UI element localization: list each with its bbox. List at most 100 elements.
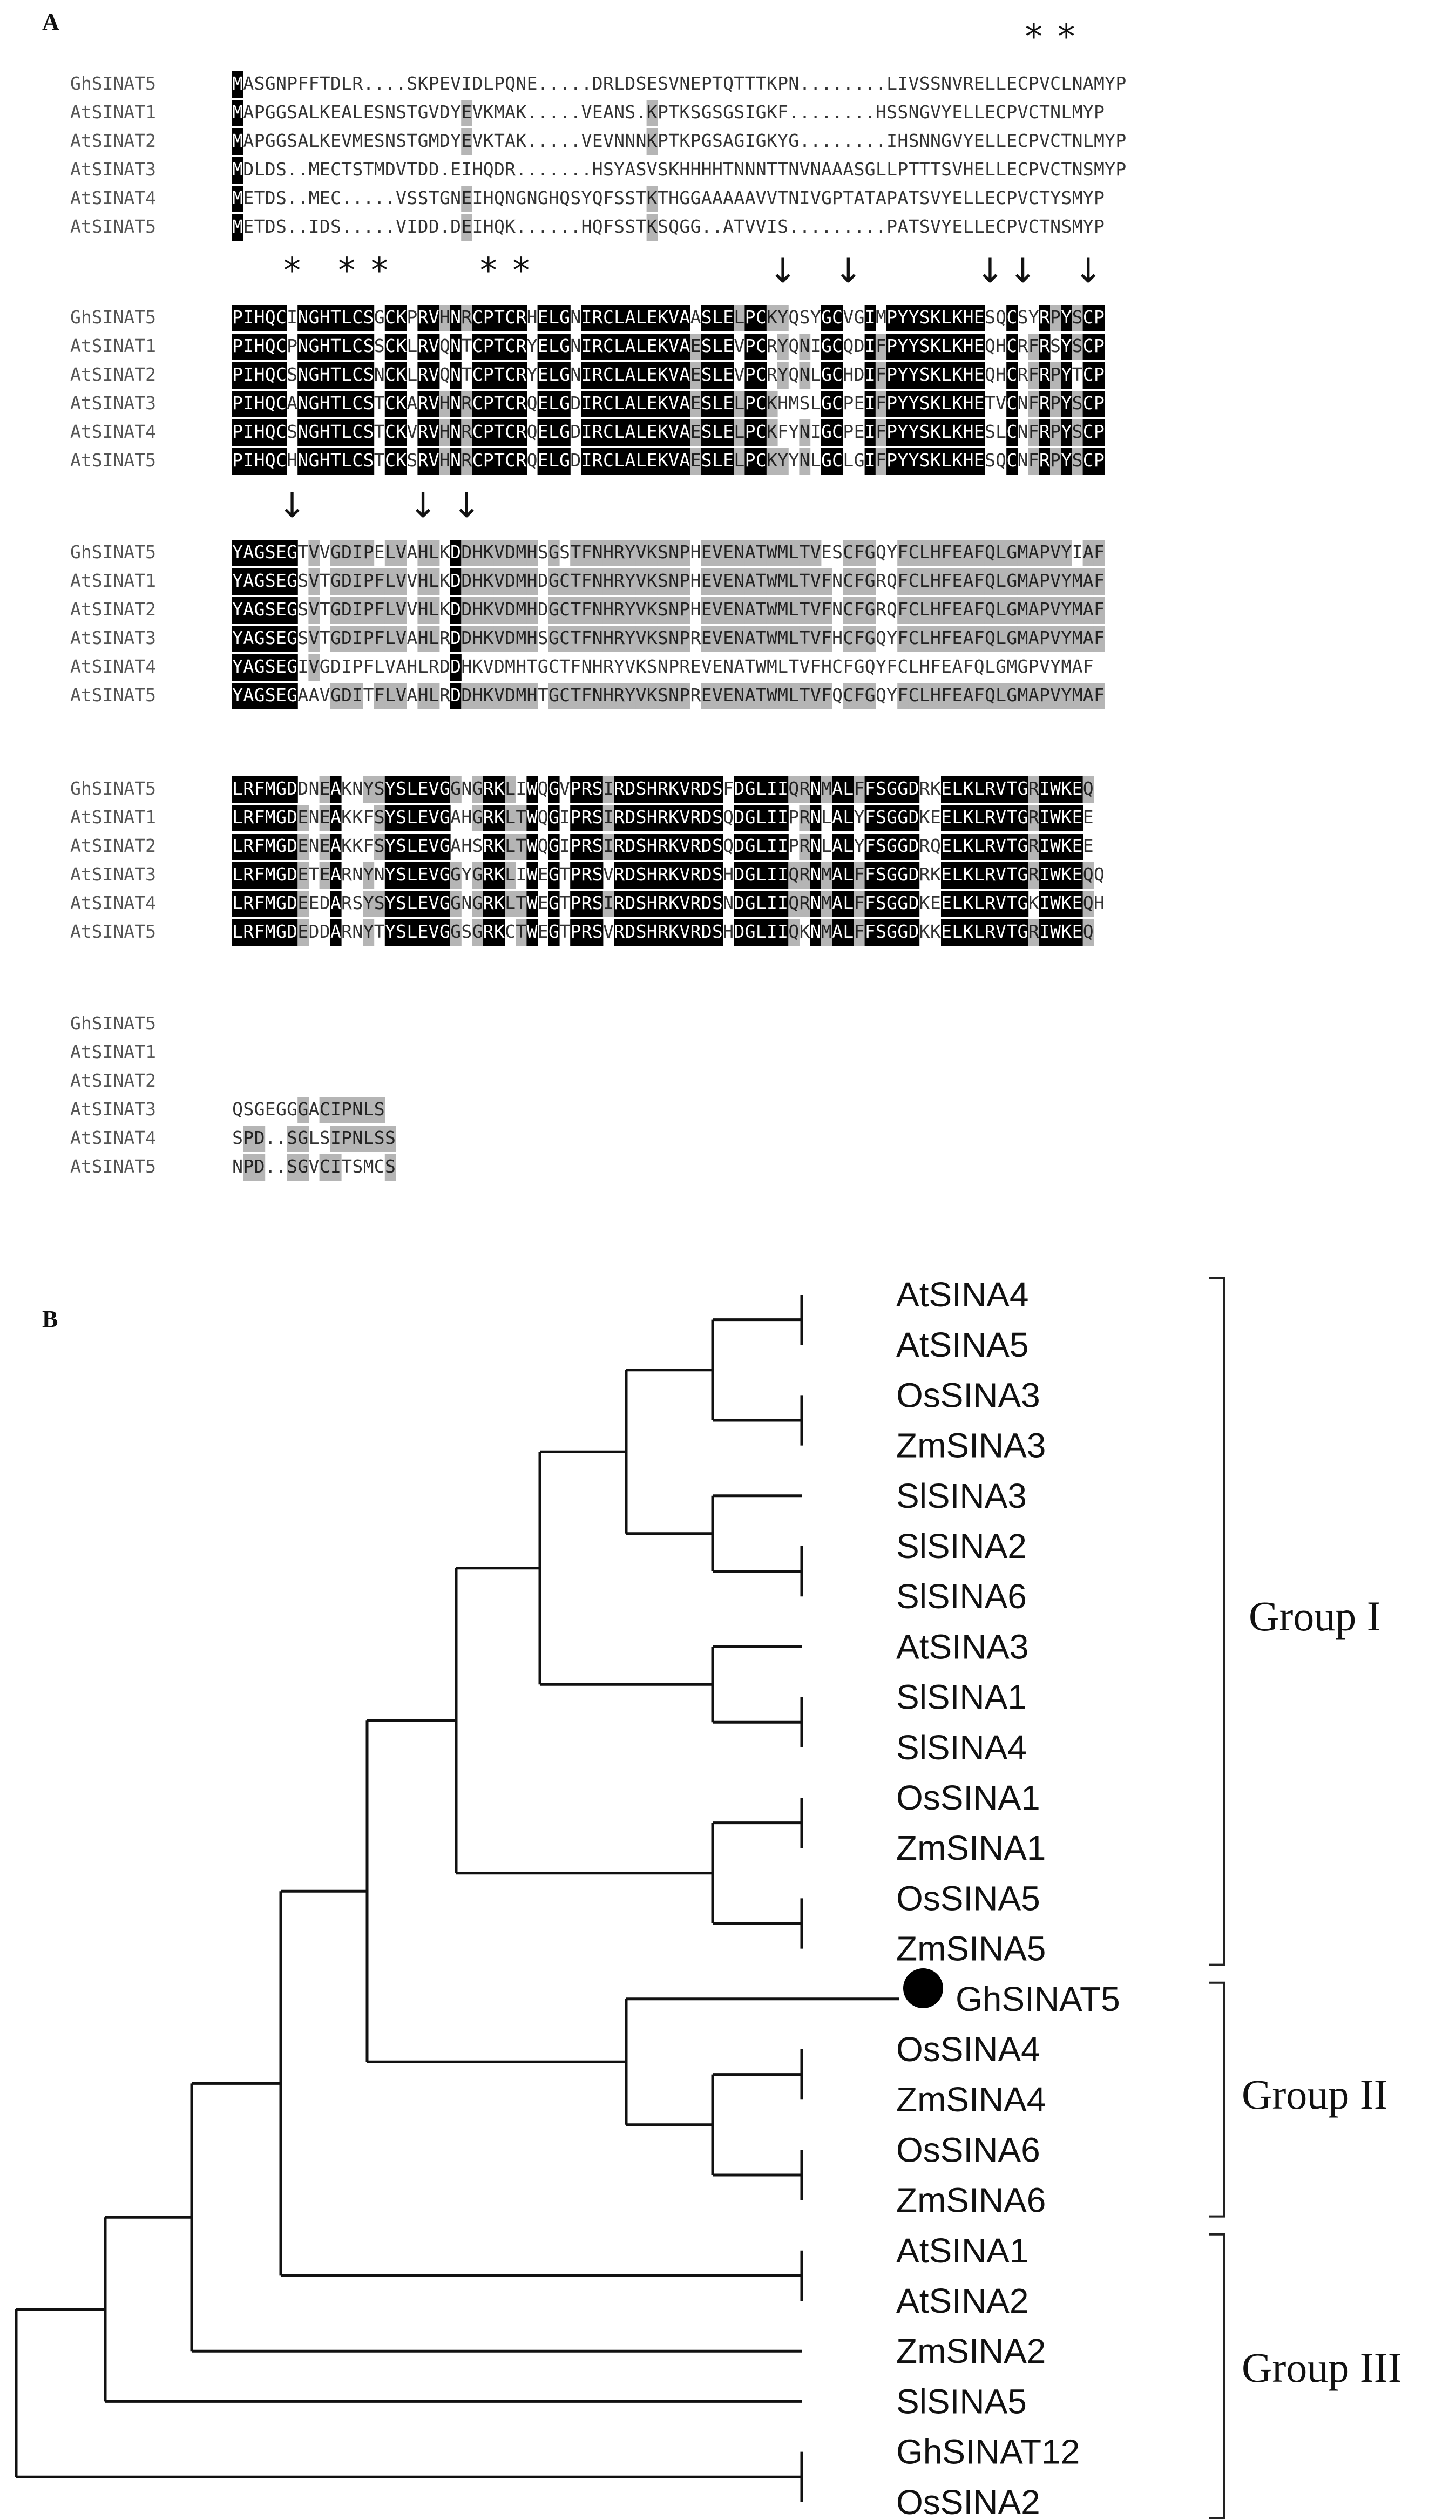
residue: S <box>265 627 276 648</box>
residue-shade <box>602 391 614 417</box>
residue: F <box>254 921 265 942</box>
residue: V <box>472 130 483 151</box>
residue: . <box>570 216 581 237</box>
residue: T <box>559 864 570 885</box>
residue: P <box>1094 101 1105 123</box>
residue: G <box>472 807 483 828</box>
residue: . <box>341 187 352 208</box>
residue: E <box>243 216 254 237</box>
residue: P <box>690 130 701 151</box>
residue: T <box>516 807 526 828</box>
residue: S <box>1050 335 1061 356</box>
residue: K <box>919 807 930 828</box>
residue: H <box>320 450 330 471</box>
residue: N <box>232 1156 243 1177</box>
residue: E <box>538 392 548 414</box>
residue: S <box>701 421 712 442</box>
residue: M <box>265 778 276 799</box>
residue: H <box>320 307 330 328</box>
residue: K <box>930 450 941 471</box>
residue: S <box>265 685 276 706</box>
residue: E <box>1006 130 1017 151</box>
residue: V <box>734 364 744 385</box>
residue: V <box>429 307 439 328</box>
residue-shade <box>919 334 931 360</box>
residue: F <box>1094 570 1105 591</box>
residue: E <box>363 130 374 151</box>
tree-leaf-label: OsSINA2 <box>896 2483 1040 2520</box>
residue: S <box>919 216 930 237</box>
residue: L <box>429 570 439 591</box>
residue: N <box>930 130 941 151</box>
residue: G <box>265 73 276 94</box>
residue: R <box>690 864 701 885</box>
residue-shade <box>646 214 658 241</box>
residue: L <box>429 541 439 563</box>
residue: G <box>690 216 701 237</box>
residue: A <box>330 921 341 942</box>
residue: H <box>1094 892 1105 913</box>
residue: T <box>407 101 417 123</box>
residue: G <box>330 685 341 706</box>
residue: E <box>276 599 287 620</box>
residue: G <box>1006 599 1017 620</box>
residue: L <box>996 570 1006 591</box>
residue: Q <box>886 570 897 591</box>
residue: T <box>1006 807 1017 828</box>
residue: R <box>1018 364 1028 385</box>
residue: M <box>1018 570 1028 591</box>
residue: V <box>1018 187 1028 208</box>
residue: R <box>418 364 429 385</box>
residue: S <box>276 187 287 208</box>
residue-shade <box>548 334 560 360</box>
residue: M <box>876 307 886 328</box>
residue: N <box>1050 101 1061 123</box>
residue: E <box>952 187 963 208</box>
residue: D <box>701 892 712 913</box>
residue: G <box>254 570 265 591</box>
group-brackets <box>1209 1277 1225 2519</box>
residue: L <box>712 335 723 356</box>
residue-shade <box>428 391 440 417</box>
residue: P <box>1050 307 1061 328</box>
residue: E <box>1083 835 1094 856</box>
residue: G <box>309 307 320 328</box>
residue: M <box>777 541 788 563</box>
residue: R <box>581 864 592 885</box>
residue: K <box>494 921 505 942</box>
residue: S <box>636 778 647 799</box>
residue: L <box>734 450 744 471</box>
residue-shade <box>941 362 952 389</box>
residue-shade <box>1082 391 1094 417</box>
residue: V <box>636 599 647 620</box>
residue: T <box>254 216 265 237</box>
residue: R <box>516 364 526 385</box>
residue: K <box>767 421 777 442</box>
residue-shade <box>1061 362 1072 389</box>
residue: C <box>897 656 908 677</box>
residue: N <box>592 541 603 563</box>
residue: H <box>581 216 592 237</box>
residue: L <box>810 364 821 385</box>
residue: Q <box>559 187 570 208</box>
residue: V <box>603 130 614 151</box>
residue: N <box>1050 216 1061 237</box>
residue: N <box>625 130 635 151</box>
residue: T <box>756 541 767 563</box>
residue-shade <box>254 334 266 360</box>
residue: L <box>341 364 352 385</box>
residue: S <box>287 130 297 151</box>
residue: R <box>614 921 625 942</box>
residue: E <box>647 392 658 414</box>
residue-shade <box>614 362 625 389</box>
residue: H <box>418 685 429 706</box>
residue: S <box>276 216 287 237</box>
residue: V <box>385 656 396 677</box>
residue: . <box>385 187 396 208</box>
residue: G <box>320 656 330 677</box>
residue: V <box>1039 159 1050 180</box>
residue: P <box>1094 450 1105 471</box>
sequence-name: AtSINAT1 <box>70 570 156 591</box>
residue-shade <box>657 334 669 360</box>
residue: V <box>494 541 505 563</box>
